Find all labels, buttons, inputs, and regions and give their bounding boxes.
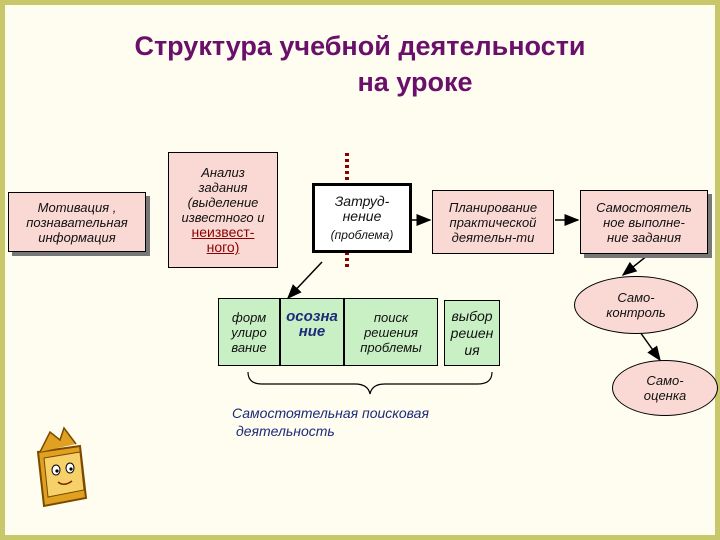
awareness-line: ние	[298, 323, 326, 340]
analysis-line: задания	[198, 180, 248, 195]
choice-line: ия	[464, 341, 480, 358]
independent-execution-box: Самостоятель ное выполне- ние задания	[580, 190, 708, 254]
arrow-independent-selfcontrol	[621, 254, 649, 276]
search-line: поиск	[373, 309, 409, 325]
analysis-red-line: неизвест-	[191, 224, 255, 240]
planning-line: деятельн-ти	[451, 229, 535, 245]
motivation-line: познавательная	[26, 214, 128, 230]
caption-line: Самостоятельная поисковая	[232, 405, 429, 421]
planning-box: Планирование практической деятельн-ти	[432, 190, 554, 254]
planning-line: Планирование	[448, 199, 538, 215]
analysis-line: Анализ	[201, 165, 245, 180]
difficulty-line: Затруд-	[334, 192, 390, 209]
selfcontrol-ellipse: Само- контроль	[574, 276, 698, 334]
independent-line: ние задания	[606, 229, 682, 245]
arrow-difficulty-formulation	[286, 261, 323, 300]
motivation-line: Мотивация ,	[37, 199, 117, 215]
search-activity-caption: Самостоятельная поисковая деятельность	[232, 404, 532, 440]
title-line-2: на уроке	[357, 67, 473, 97]
choice-line: выбор	[451, 307, 493, 324]
analysis-line: известного и	[181, 210, 265, 225]
difficulty-line: нение	[342, 207, 382, 224]
independent-line: Самостоятель	[596, 199, 692, 215]
choice-box: выбор решен ия	[444, 300, 500, 366]
awareness-box: осозна ние	[280, 298, 344, 366]
search-box: поиск решения проблемы	[344, 298, 438, 366]
awareness-line: осозна	[286, 308, 338, 325]
selfassess-line: оценка	[643, 388, 687, 403]
search-line: решения	[364, 324, 418, 340]
difficulty-subtitle: (проблема)	[330, 227, 394, 242]
selfassess-ellipse: Само- оценка	[612, 360, 718, 416]
choice-line: решен	[450, 324, 494, 341]
analysis-red-line: ного)	[206, 239, 240, 255]
selfcontrol-line: контроль	[606, 305, 666, 320]
independent-line: ное выполне-	[603, 214, 685, 230]
difficulty-box: Затруд- нение (проблема)	[312, 183, 412, 253]
motivation-line: информация	[38, 229, 116, 245]
slide-title: Структура учебной деятельности на уроке	[0, 28, 720, 100]
analysis-box: Анализ задания (выделение известного и н…	[168, 152, 278, 268]
book-icon	[36, 426, 88, 508]
brace	[247, 371, 493, 395]
analysis-line: (выделение	[187, 195, 259, 210]
formulation-line: вание	[231, 339, 267, 355]
title-line-1: Структура учебной деятельности	[134, 31, 586, 61]
planning-line: практической	[449, 214, 537, 230]
formulation-line: улиро	[231, 324, 267, 340]
caption-line: деятельность	[236, 423, 335, 439]
formulation-box: форм улиро вание	[218, 298, 280, 366]
arrow-selfcontrol-selfassess	[639, 331, 661, 362]
selfcontrol-line: Само-	[617, 290, 655, 305]
motivation-box: Мотивация , познавательная информация	[8, 192, 146, 252]
search-line: проблемы	[360, 339, 422, 355]
selfassess-line: Само-	[646, 373, 684, 388]
formulation-line: форм	[231, 309, 267, 325]
